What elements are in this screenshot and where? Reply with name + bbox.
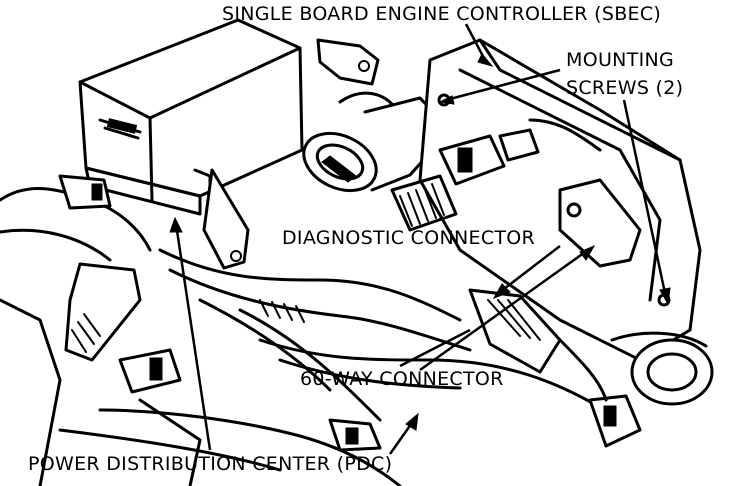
label-mounting-screws-line1: MOUNTING <box>566 49 674 71</box>
label-mounting-screws-line2: SCREWS (2) <box>566 77 683 99</box>
pdc-lower-connector <box>328 418 382 452</box>
sbec-plug <box>438 118 602 186</box>
pdc-bracket <box>202 38 380 270</box>
hose-clamp <box>610 331 714 406</box>
label-sbec: SINGLE BOARD ENGINE CONTROLLER (SBEC) <box>222 3 661 25</box>
central-loom <box>58 248 622 486</box>
leader-lines <box>169 23 671 455</box>
pdc-box <box>78 18 304 216</box>
label-pdc: POWER DISTRIBUTION CENTER (PDC) <box>28 453 392 475</box>
sbec-housing <box>390 38 702 362</box>
label-sixty-way-connector: 60-WAY CONNECTOR <box>300 368 504 390</box>
sixty-way-connector <box>468 288 642 448</box>
left-harness <box>0 174 182 486</box>
label-diagnostic-connector: DIAGNOSTIC CONNECTOR <box>282 227 535 249</box>
